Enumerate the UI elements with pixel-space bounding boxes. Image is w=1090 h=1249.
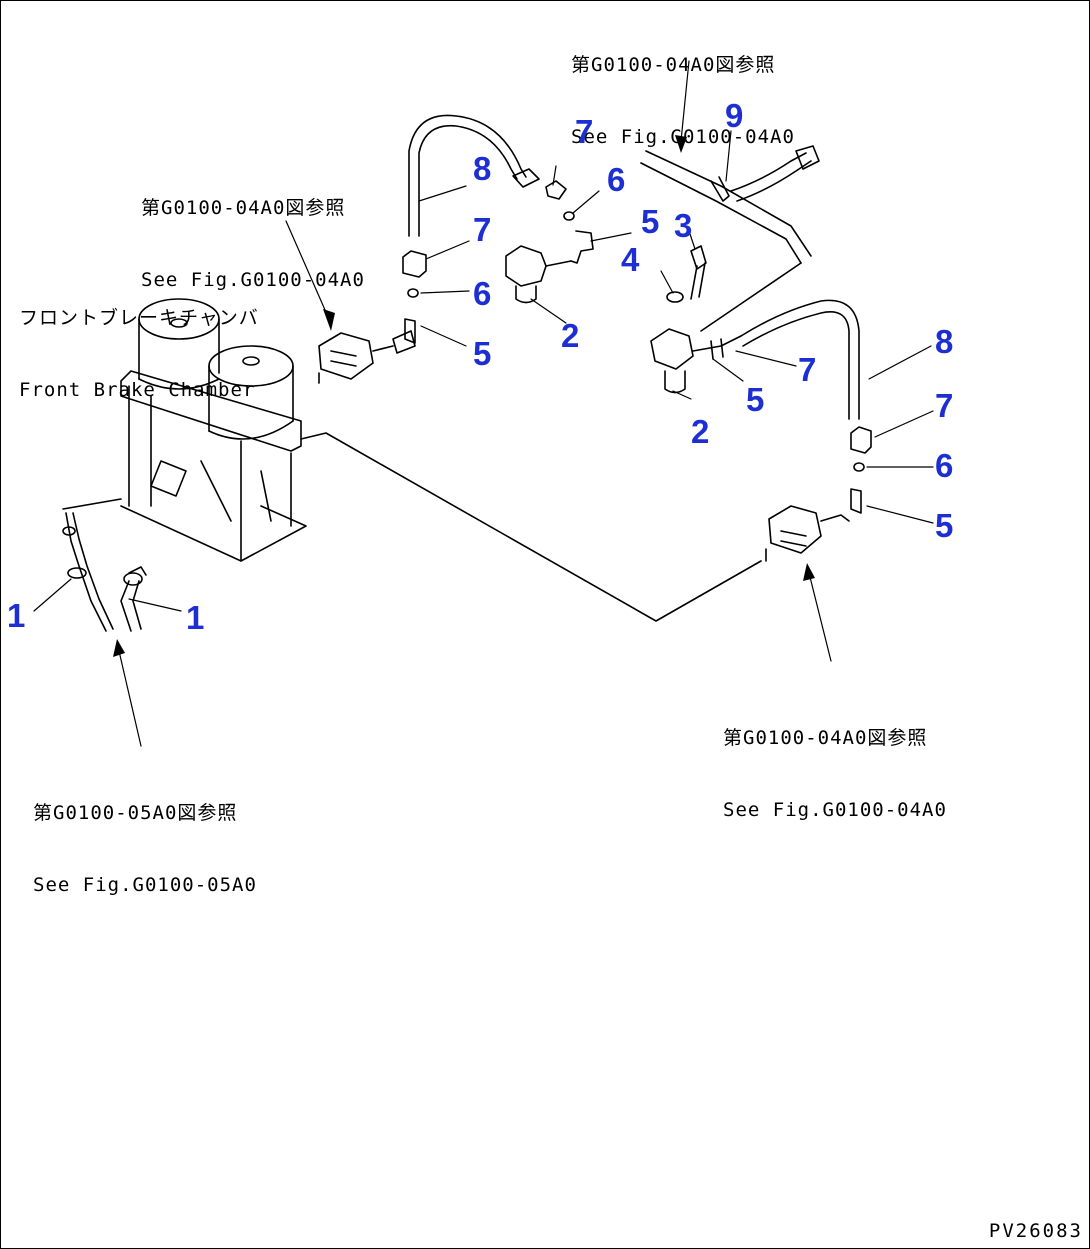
drawing-number: PV26083 xyxy=(988,1220,1083,1242)
callout-2-lower: 2 xyxy=(691,413,710,450)
reference-right-jp: 第G0100-04A0図参照 xyxy=(723,727,928,749)
front-brake-chamber xyxy=(120,298,307,562)
brake-links xyxy=(62,498,147,632)
callout-1-left: 1 xyxy=(7,597,26,634)
chamber-label-en: Front Brake Chamber xyxy=(19,379,256,401)
relay-valve-right xyxy=(765,505,850,562)
hose-upper xyxy=(408,114,540,237)
reference-top-jp: 第G0100-04A0図参照 xyxy=(571,54,776,76)
reference-right-en: See Fig.G0100-04A0 xyxy=(723,799,947,821)
callout-8-left: 8 xyxy=(473,150,492,187)
callout-7-left: 7 xyxy=(473,211,492,248)
callout-7-upper: 7 xyxy=(575,113,594,150)
callout-3: 3 xyxy=(674,207,693,244)
bolt-and-washer xyxy=(666,245,707,303)
valve-right xyxy=(650,299,860,420)
fittings-left xyxy=(402,250,427,344)
callout-5-middle: 5 xyxy=(746,381,765,418)
connection-lines xyxy=(300,432,762,622)
chamber-label-jp: フロントブレーキチャンバ xyxy=(19,307,259,329)
relay-valve-left xyxy=(318,330,416,384)
callout-6-left: 6 xyxy=(473,275,492,312)
callout-5-right: 5 xyxy=(935,507,954,544)
fittings-right xyxy=(850,426,872,514)
reference-left-en: See Fig.G0100-04A0 xyxy=(141,269,365,291)
chamber-label: フロントブレーキチャンバ Front Brake Chamber xyxy=(19,258,259,426)
reference-bottom-jp: 第G0100-05A0図参照 xyxy=(33,802,238,824)
callout-6-right: 6 xyxy=(935,447,954,484)
arrowheads xyxy=(113,135,815,657)
fittings-upper xyxy=(505,180,594,304)
reference-right: 第G0100-04A0図参照 See Fig.G0100-04A0 xyxy=(723,678,947,846)
reference-bottom-en: See Fig.G0100-05A0 xyxy=(33,874,257,896)
reference-bottom: 第G0100-05A0図参照 See Fig.G0100-05A0 xyxy=(33,753,257,921)
callout-5-upper: 5 xyxy=(641,203,660,240)
callout-7-middle: 7 xyxy=(798,351,817,388)
reference-top: 第G0100-04A0図参照 See Fig.G0100-04A0 xyxy=(571,5,795,173)
callout-5-left: 5 xyxy=(473,335,492,372)
pipe-9 xyxy=(640,145,820,332)
callout-9: 9 xyxy=(725,97,744,134)
callout-8-right: 8 xyxy=(935,323,954,360)
reference-top-en: See Fig.G0100-04A0 xyxy=(571,126,795,148)
callout-7-right: 7 xyxy=(935,387,954,424)
callout-4: 4 xyxy=(621,241,640,278)
reference-left: 第G0100-04A0図参照 See Fig.G0100-04A0 xyxy=(141,148,365,316)
callout-1-right: 1 xyxy=(186,599,205,636)
callout-2-upper: 2 xyxy=(561,317,580,354)
reference-left-jp: 第G0100-04A0図参照 xyxy=(141,197,346,219)
leader-lines xyxy=(33,60,934,747)
callout-6-upper: 6 xyxy=(607,161,626,198)
